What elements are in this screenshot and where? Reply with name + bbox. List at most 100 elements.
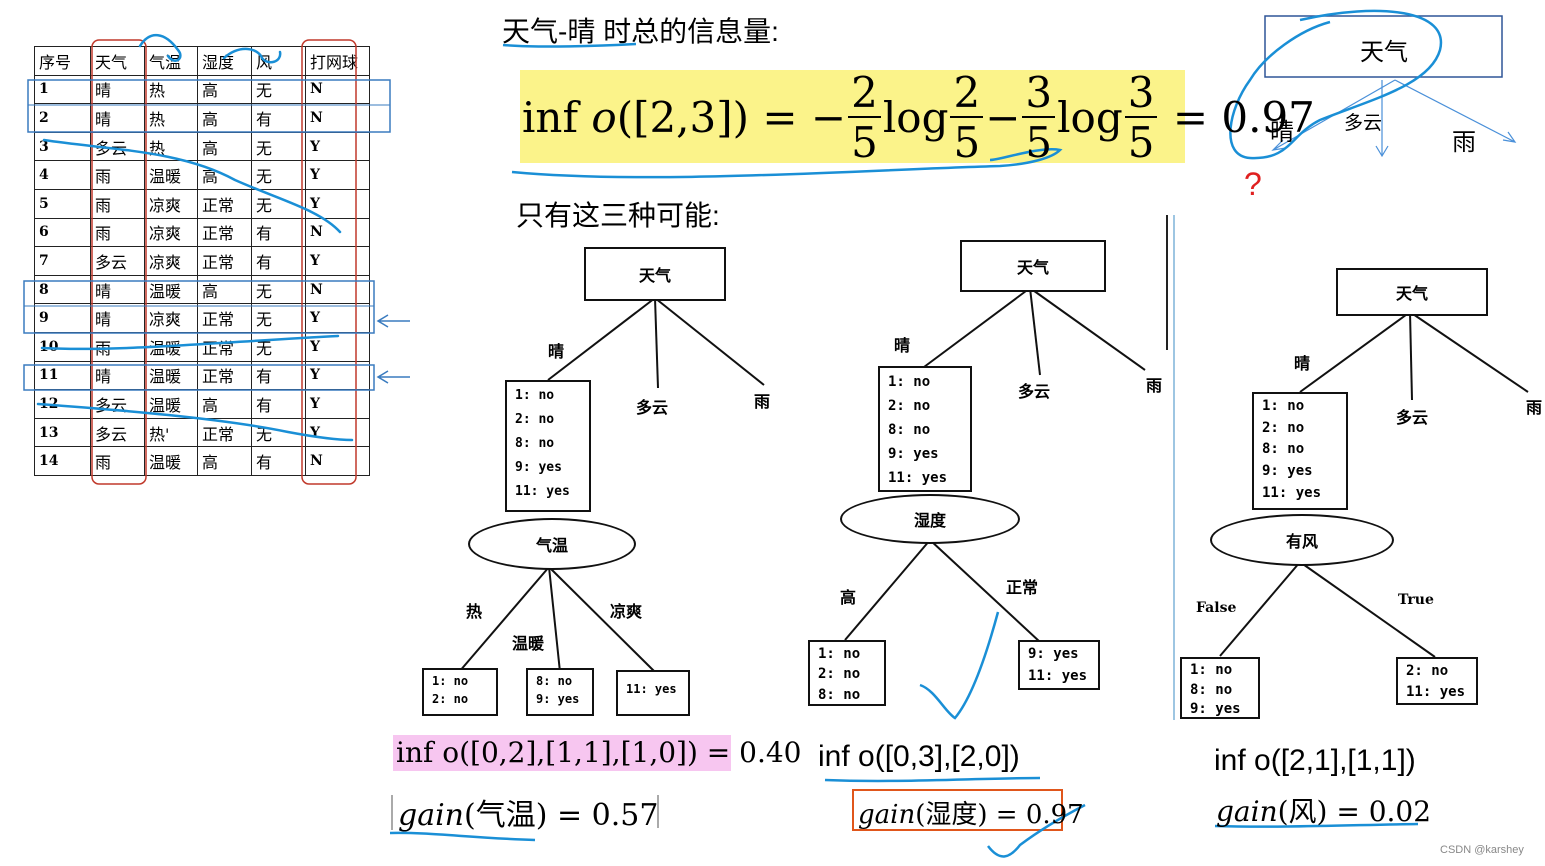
table-cell: 有 (251, 103, 306, 133)
table-cell: 高 (197, 446, 252, 476)
table-header-row: 序号 天气 气温 湿度 风 打网球 (34, 46, 370, 76)
minus-sign: − (985, 92, 1021, 142)
table-cell: 10 (34, 331, 91, 362)
tree3-root: 天气 (1336, 268, 1488, 316)
column-header: 序号 (34, 46, 91, 76)
formula-inf: inf (522, 92, 579, 142)
tree1-edges (458, 297, 765, 673)
table-cell: 雨 (90, 217, 145, 248)
table-cell: 4 (34, 160, 91, 190)
three-possibilities-heading: 只有这三种可能: (516, 200, 720, 231)
row-11-frame (23, 364, 375, 391)
top-tree-branch-rain: 雨 (1452, 129, 1476, 156)
tree1-root: 天气 (584, 247, 726, 301)
table-cell: 热' (144, 417, 198, 448)
table-cell: N (305, 446, 370, 476)
tree1-branch-cloudy: 多云 (636, 398, 669, 417)
tree3-branch-cloudy: 多云 (1396, 408, 1429, 427)
table-cell: 温暖 (144, 274, 198, 305)
table-cell: 温暖 (144, 160, 198, 190)
table-cell: 晴 (90, 103, 145, 133)
tree2-edges (844, 287, 1146, 643)
table-cell: 正常 (197, 246, 252, 276)
tree3-branch-rain: 雨 (1526, 398, 1543, 417)
tree3-split-false: False (1196, 600, 1237, 616)
table-cell: 热 (144, 103, 198, 133)
tree2-split-normal: 正常 (1006, 578, 1039, 597)
table-cell: 无 (251, 188, 306, 219)
tree1-branch-sunny: 晴 (548, 342, 565, 361)
table-cell: 9 (34, 303, 91, 333)
table-cell: 有 (251, 217, 306, 248)
tree2-branch-sunny: 晴 (894, 336, 911, 355)
tree3-edges (1219, 311, 1529, 658)
top-tree-root-label: 天气 (1360, 39, 1408, 66)
rows-1-2-frame (27, 79, 391, 133)
info3-formula: inf o([2,1],[1,1]) (1214, 744, 1416, 777)
gain2-frame (852, 789, 1063, 831)
gain3-underline (1214, 822, 1419, 828)
table-cell: 14 (34, 446, 91, 476)
column-header: 打网球 (305, 46, 370, 76)
info2-underline (824, 776, 1041, 783)
table-cell: 无 (251, 131, 306, 162)
table-cell: 无 (251, 274, 306, 305)
gain3-formula: gain(风) = 0.02 (1216, 795, 1432, 828)
gain1-underline (389, 831, 536, 842)
table-cell: Y (305, 389, 370, 419)
tree1-split-cool: 凉爽 (610, 602, 643, 621)
tree2-split-high: 高 (840, 588, 857, 607)
tree1-leaf-cool: 11: yes (616, 670, 690, 716)
table-cell: 6 (34, 217, 91, 248)
tree2-split-humidity: 湿度 (840, 494, 1020, 544)
table-cell: 无 (251, 417, 306, 448)
info1-formula: inf o([0,2],[1,1],[1,0]) = 0.40 (396, 736, 802, 769)
rows-8-9-frame (23, 280, 375, 334)
log-term: log (1057, 92, 1123, 142)
watermark: CSDN @karshey (1440, 844, 1524, 856)
table-cell: 无 (251, 303, 306, 333)
tree1-split-temperature: 气温 (468, 518, 636, 570)
table-cell: 高 (197, 389, 252, 419)
tree1-branch-rain: 雨 (754, 392, 771, 411)
table-cell: 有 (251, 446, 306, 476)
tree2-checkmark (919, 611, 1000, 720)
gain1-formula: gain(气温) = 0.57 (398, 798, 659, 833)
table-cell: 温暖 (144, 446, 198, 476)
info2-formula: inf o([0,3],[2,0]) (818, 740, 1020, 773)
top-tree-circle-scribble (1229, 9, 1443, 160)
tree1-split-hot: 热 (466, 602, 483, 621)
play-column-frame (301, 39, 357, 485)
question-mark: ? (1244, 166, 1262, 202)
top-tree-branch-cloudy: 多云 (1344, 113, 1383, 134)
tree3-branch-sunny: 晴 (1294, 354, 1311, 373)
table-cell: 凉爽 (144, 188, 198, 219)
table-cell: Y (305, 188, 370, 219)
table-cell: N (305, 217, 370, 248)
formula-o: o (591, 92, 617, 142)
table-cell: 晴 (90, 274, 145, 305)
tree3-split-true: True (1398, 592, 1434, 608)
log-term: log (882, 92, 949, 142)
gain2-checkmark (987, 803, 1086, 858)
top-tree-root-box (1264, 15, 1503, 78)
tree2-branch-cloudy: 多云 (1018, 382, 1051, 401)
